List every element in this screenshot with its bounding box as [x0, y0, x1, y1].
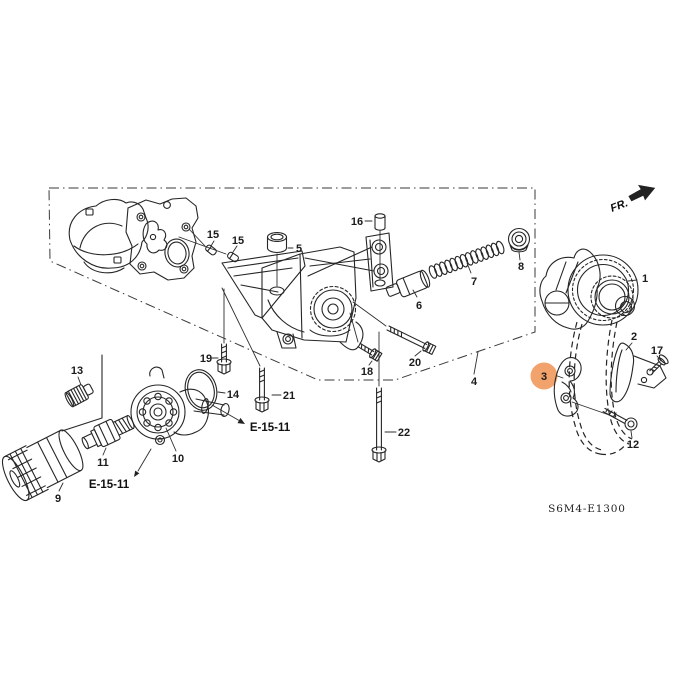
callout-7[interactable]: 7 [471, 276, 477, 288]
fr-label: FR. [609, 197, 630, 215]
callout-16[interactable]: 16 [351, 216, 363, 228]
part-7-spring-drawing [428, 240, 505, 279]
callout-1[interactable]: 1 [642, 273, 648, 285]
callout-5[interactable]: 5 [296, 243, 302, 255]
part-3-tensioner-drawing [553, 357, 616, 418]
callout-22[interactable]: 22 [398, 427, 410, 439]
part-13-drawing [61, 354, 103, 432]
highlight-circle[interactable] [530, 362, 558, 390]
part-12-bolt-drawing [602, 407, 638, 439]
callout-13[interactable]: 13 [71, 365, 83, 377]
part-cover-drawing [68, 197, 199, 281]
callout-19[interactable]: 19 [200, 353, 212, 365]
part-16-drawing [364, 213, 386, 287]
callout-3-highlighted[interactable]: 3 [541, 371, 547, 383]
part-22-bolt-drawing [371, 331, 397, 463]
part-17-bolt-drawing [649, 354, 669, 374]
callout-10[interactable]: 10 [172, 453, 184, 465]
part-dowel-pins-drawing [178, 228, 239, 263]
part-10-drawing [130, 366, 230, 452]
part-18-bolt-drawing [349, 312, 383, 366]
part-9-filter-drawing [1, 429, 84, 502]
reference-leaders [134, 404, 245, 477]
part-19-bolt-drawing [211, 288, 232, 375]
callout-2[interactable]: 2 [631, 331, 637, 343]
part-pump-body-drawing [221, 232, 394, 351]
cross-ref-e-15-11-right[interactable]: E-15-11 [250, 422, 291, 434]
callout-4[interactable]: 4 [471, 376, 478, 388]
assembly-boundary [48, 187, 536, 381]
diagram-code: S6M4-E1300 [548, 503, 626, 515]
callout-9[interactable]: 9 [55, 493, 61, 505]
callout-15b[interactable]: 15 [232, 235, 244, 247]
callout-17[interactable]: 17 [651, 345, 663, 357]
callout-12[interactable]: 12 [627, 439, 639, 451]
part-11-drawing [81, 415, 135, 456]
callout-20[interactable]: 20 [409, 357, 421, 369]
part-2-guide-drawing [609, 342, 667, 403]
cross-ref-e-15-11-left[interactable]: E-15-11 [89, 479, 130, 491]
timing-chain-drawing [568, 319, 633, 456]
fr-direction-arrow: FR. [609, 184, 656, 215]
part-1-sprocket-drawing [539, 248, 639, 330]
callout-18[interactable]: 18 [361, 366, 373, 378]
leader-7 [466, 262, 472, 274]
callout-8[interactable]: 8 [518, 261, 524, 273]
part-21-bolt-drawing [221, 287, 282, 413]
callout-6[interactable]: 6 [416, 300, 422, 312]
callout-14[interactable]: 14 [227, 389, 240, 401]
callout-15a[interactable]: 15 [207, 229, 219, 241]
leader-4 [473, 351, 479, 375]
callout-21[interactable]: 21 [283, 390, 295, 402]
part-20-bolt-drawing [352, 301, 437, 357]
part-14-oring-drawing [184, 369, 226, 411]
part-6-drawing [385, 269, 431, 298]
part-8-drawing [507, 227, 531, 261]
callout-11[interactable]: 11 [97, 457, 109, 469]
fr-arrow-icon [628, 184, 656, 202]
